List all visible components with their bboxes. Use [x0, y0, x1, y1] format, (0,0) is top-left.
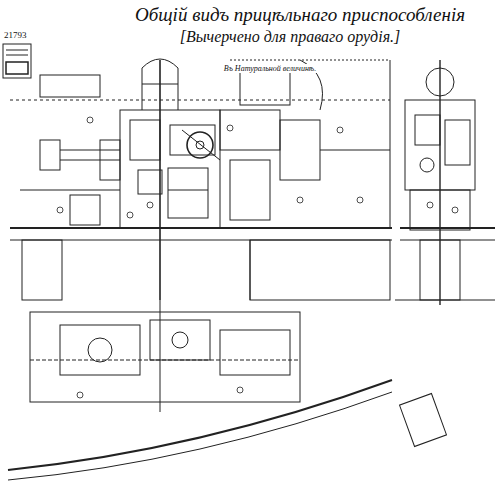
drawing-subtitle: [Вычерчено для праваго орудія.]: [178, 28, 403, 46]
archive-number: 21793: [2, 30, 29, 40]
archive-stamp: [400, 394, 447, 447]
scale-note: Въ Натуральной величинѣ.: [222, 64, 318, 73]
drawing-title: Общій видъ прицѣльнаго приспособленія: [133, 4, 467, 26]
archive-stamp: [3, 44, 31, 78]
